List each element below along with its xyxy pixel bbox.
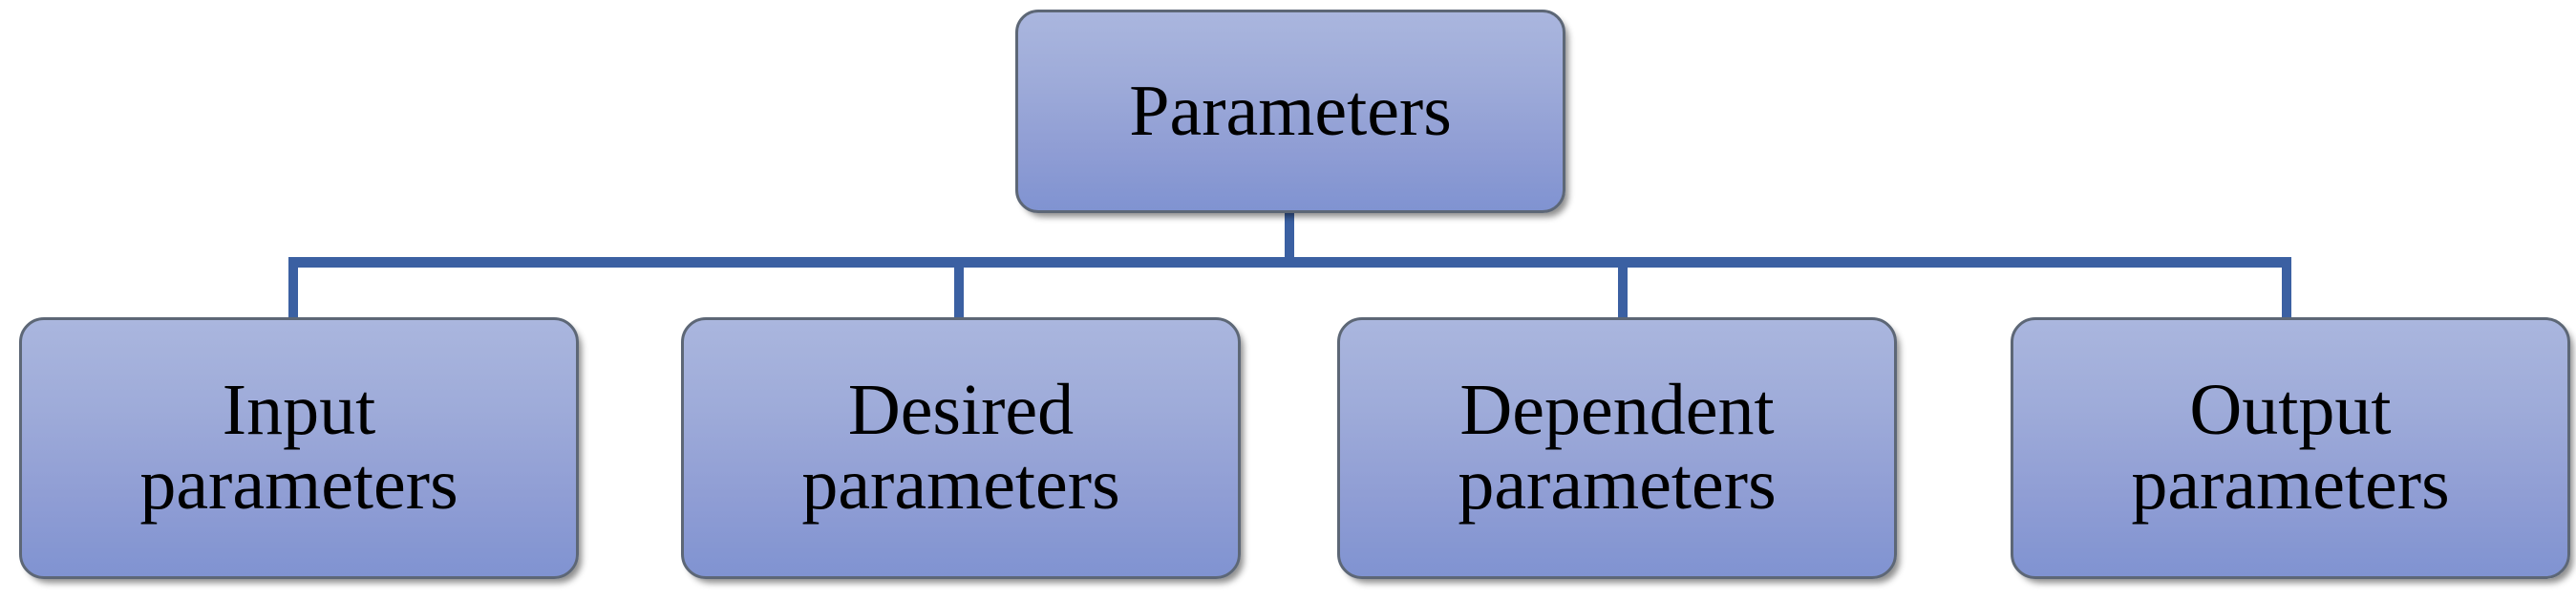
node-label-desired-parameters: Desired parameters (801, 370, 1120, 525)
connector-horizontal-bus (288, 257, 2291, 268)
connector-drop-desired (954, 262, 964, 321)
node-label-output-parameters: Output parameters (2131, 370, 2450, 525)
node-label-root: Parameters (1129, 70, 1452, 151)
node-dependent-parameters[interactable]: Dependent parameters (1337, 317, 1897, 579)
node-desired-parameters[interactable]: Desired parameters (681, 317, 1241, 579)
node-label-input-parameters: Input parameters (139, 370, 458, 525)
connector-drop-dependent (1618, 262, 1628, 321)
node-input-parameters[interactable]: Input parameters (19, 317, 579, 579)
connector-root-stem (1285, 212, 1294, 266)
node-label-dependent-parameters: Dependent parameters (1458, 370, 1777, 525)
connector-drop-output (2282, 262, 2291, 321)
node-output-parameters[interactable]: Output parameters (2011, 317, 2570, 579)
node-parameters-root[interactable]: Parameters (1015, 10, 1565, 213)
connector-drop-input (288, 262, 298, 321)
